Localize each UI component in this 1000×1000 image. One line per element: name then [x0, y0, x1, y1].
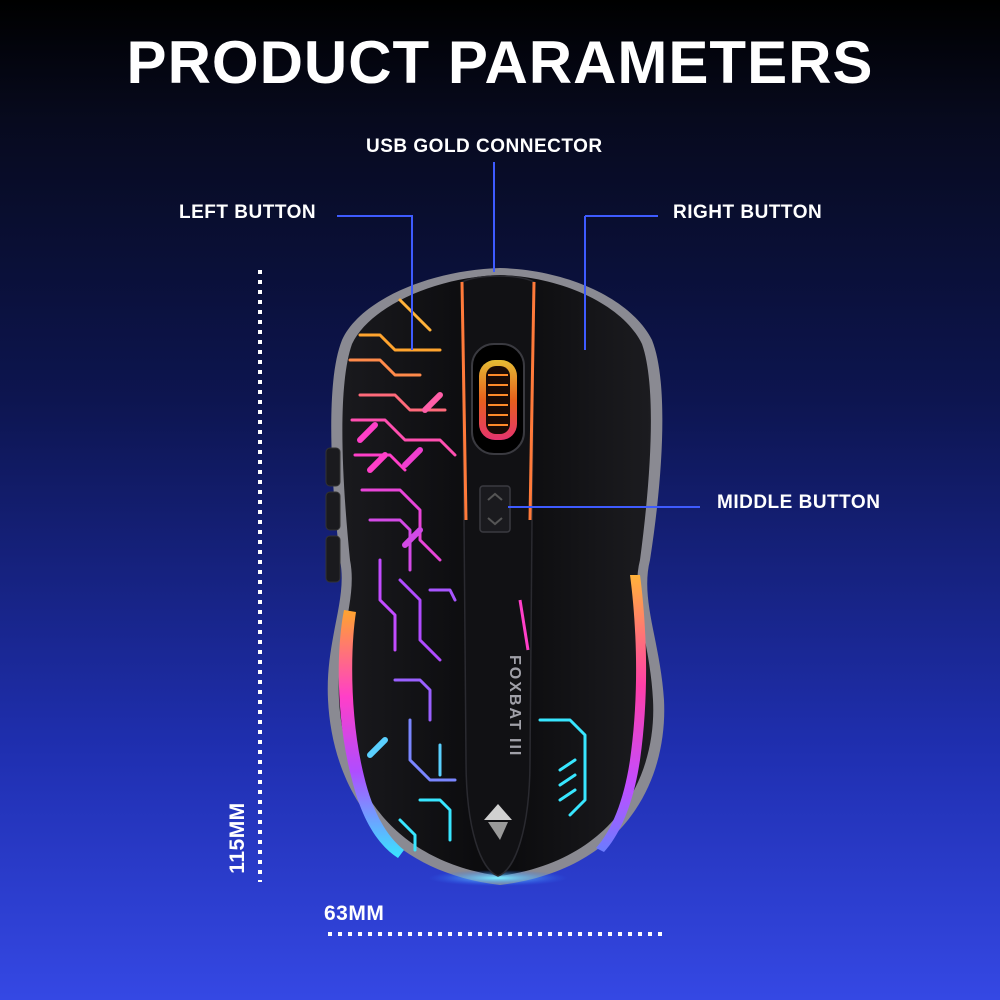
- callout-leader-lines: [337, 162, 700, 508]
- middle-button-label: MIDDLE BUTTON: [717, 492, 881, 513]
- dimension-lines: [258, 270, 664, 936]
- middle-button-shape: [479, 485, 511, 533]
- left-button-leader-line: [337, 215, 413, 350]
- width-dimension-label: 63MM: [324, 902, 385, 925]
- right-button-leader-line: [584, 215, 658, 350]
- scroll-wheel: [471, 343, 525, 455]
- circuit-pattern: [348, 298, 587, 852]
- page-title: PRODUCT PARAMETERS: [126, 29, 874, 96]
- left-button-label: LEFT BUTTON: [179, 202, 317, 223]
- brand-text: FOXBAT III: [506, 655, 523, 757]
- usb-connector-label: USB GOLD CONNECTOR: [366, 136, 603, 157]
- brand-logo: [484, 804, 512, 840]
- right-button-label: RIGHT BUTTON: [673, 202, 823, 223]
- height-dimension-label: 115MM: [226, 802, 249, 874]
